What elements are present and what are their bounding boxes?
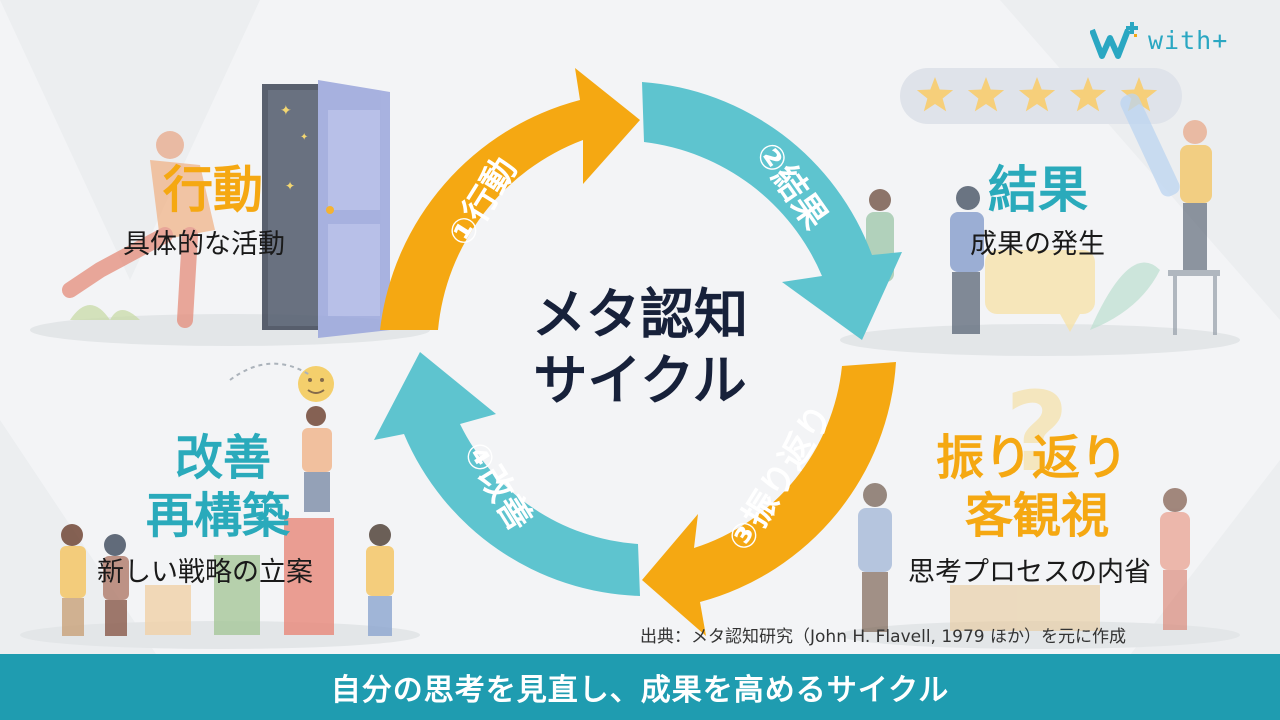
cycle-arrows <box>374 68 902 636</box>
ground-shadow <box>840 324 1240 356</box>
brand-name: with+ <box>1148 25 1229 55</box>
rating-illustration <box>900 68 1182 124</box>
cycle-center-title: メタ認知 サイクル <box>520 282 760 414</box>
arrow-action <box>380 68 640 330</box>
result-description: 成果の発生 <box>970 229 1105 260</box>
action-heading: 行動 <box>163 161 263 219</box>
svg-text:✦: ✦ <box>280 103 292 119</box>
door-illustration: ✦ ✦ ✦ <box>262 80 390 338</box>
bg-triangle <box>0 0 260 280</box>
arrow-result <box>642 82 902 340</box>
with-plus-logo-icon <box>1090 22 1138 59</box>
brand-logo[interactable]: with+ <box>1090 20 1228 60</box>
reflection-illustration: ? <box>858 368 1190 632</box>
arrow-reflect <box>642 362 896 636</box>
ground-shadow <box>840 621 1240 649</box>
reflect-heading-line2: 客観視 <box>965 488 1110 544</box>
improve-heading-line1: 改善 <box>175 430 272 486</box>
running-person-illustration <box>62 131 215 328</box>
rating-star-icon <box>967 77 1005 112</box>
svg-text:?: ? <box>1005 368 1069 496</box>
footer-caption: 自分の思考を見直し、成果を高めるサイクル <box>330 673 950 708</box>
reflect-heading-line1: 振り返り <box>936 430 1129 486</box>
source-citation: 出典：メタ認知研究（John H. Flavell, 1979 ほか）を元に作成 <box>640 627 1127 647</box>
footer-banner: 自分の思考を見直し、成果を高めるサイクル <box>0 654 1280 720</box>
center-title-line1: メタ認知 <box>532 283 748 346</box>
svg-text:✦: ✦ <box>285 179 295 193</box>
people-illustration <box>866 93 1220 335</box>
svg-text:✦: ✦ <box>300 132 308 143</box>
team-illustration <box>60 362 394 636</box>
reflect-description: 思考プロセスの内省 <box>908 557 1151 588</box>
arrow-improve <box>374 352 640 596</box>
rating-star-icon <box>1069 77 1107 112</box>
improve-heading-line2: 再構築 <box>146 488 291 544</box>
action-description: 具体的な活動 <box>123 229 285 260</box>
rating-star-icon <box>916 77 954 112</box>
result-heading: 結果 <box>988 161 1088 219</box>
rating-star-icon <box>1120 77 1158 112</box>
rating-star-icon <box>1018 77 1056 112</box>
center-title-line2: サイクル <box>533 349 747 412</box>
improve-description: 新しい戦略の立案 <box>97 557 313 588</box>
